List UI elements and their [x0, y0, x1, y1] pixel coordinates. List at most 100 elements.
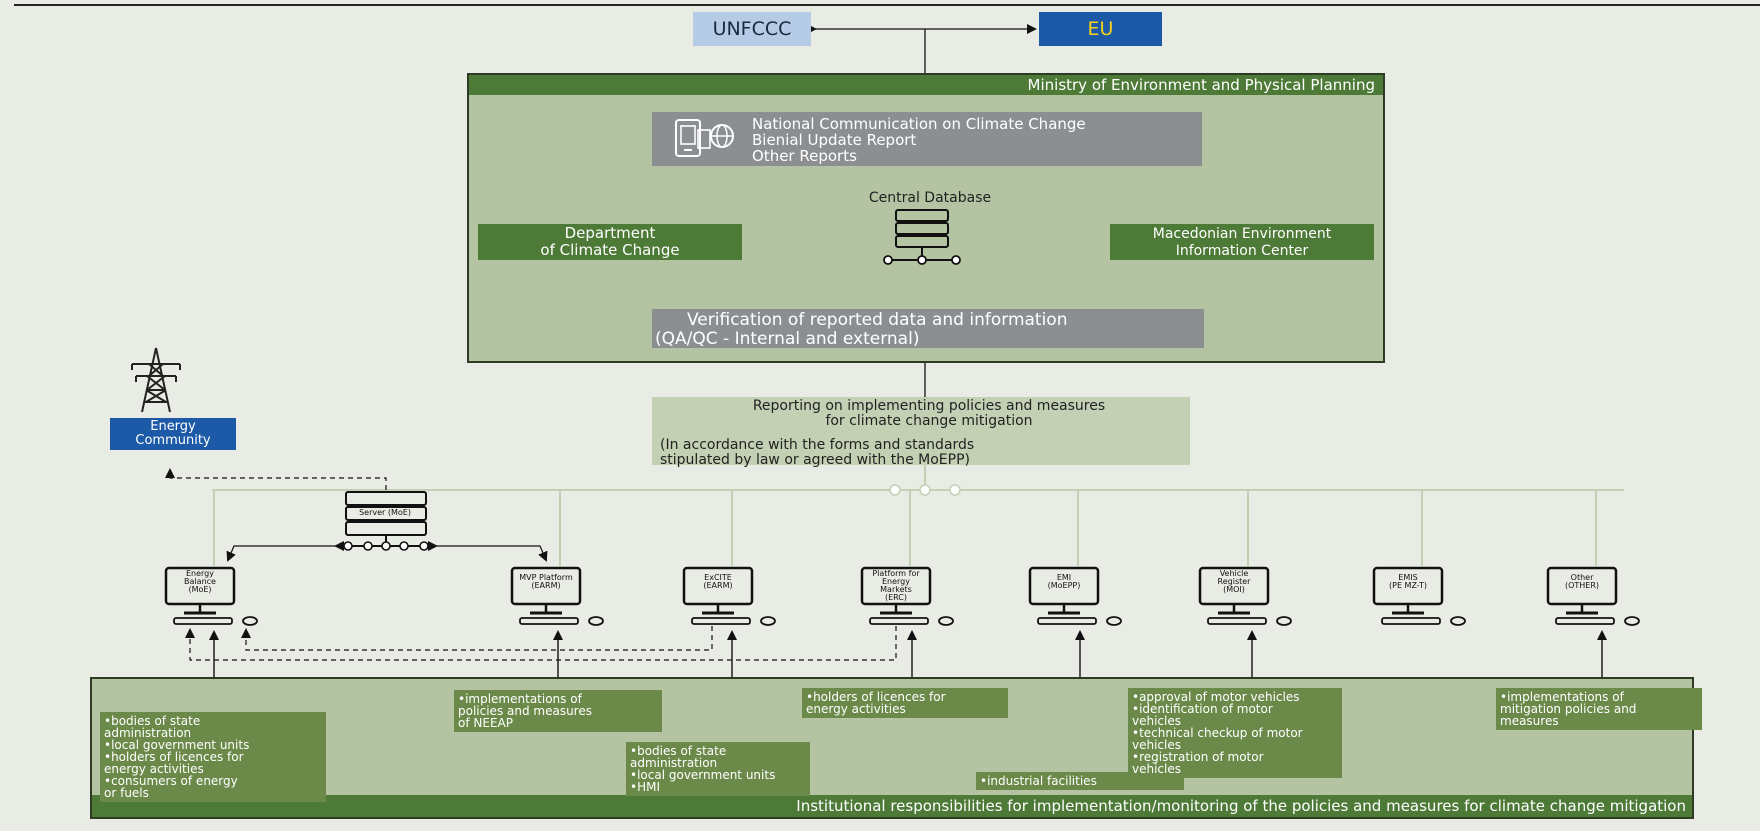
- system-label-line: (OTHER): [1564, 581, 1600, 590]
- computer-icon: [1546, 566, 1640, 626]
- bus-node: [919, 484, 931, 496]
- institution-item: mitigation policies and: [1500, 702, 1637, 716]
- system-label-line: Energy Markets: [880, 577, 912, 594]
- verif-line: Verification of reported data and inform…: [687, 310, 1068, 330]
- server-to-energy-balance: [226, 541, 344, 562]
- institution-item: •holders of licences for: [806, 690, 946, 704]
- computer-icon: [1198, 566, 1292, 626]
- institution-item: of NEEAP: [458, 716, 513, 730]
- institution-item: •technical checkup of motor: [1132, 726, 1303, 740]
- system-label-line: (MoEPP): [1047, 581, 1081, 590]
- institution-item: •implementations of: [1500, 690, 1624, 704]
- dept-line: of Climate Change: [540, 241, 680, 259]
- system-label-line: (EARM): [703, 581, 733, 590]
- computer-icon: [1372, 566, 1466, 626]
- system-label-line: (MoE): [188, 585, 212, 594]
- verif-line: (QA/QC - Internal and external): [655, 329, 920, 349]
- computer-icon: [682, 566, 776, 626]
- pem-to-balance-dashed: [185, 626, 897, 661]
- department-climate-change-box: Department of Climate Change: [478, 224, 742, 260]
- institution-item: vehicles: [1132, 762, 1181, 776]
- computer-icon: [860, 566, 954, 626]
- server-to-mvp: [428, 541, 548, 562]
- server-icon: [343, 491, 429, 551]
- institution-box: •implementations of mitigation policies …: [1496, 688, 1702, 730]
- institution-item: energy activities: [104, 762, 204, 776]
- system-label: Other(OTHER): [1551, 574, 1613, 590]
- system-label-line: Balance: [184, 577, 216, 586]
- institution-item: administration: [104, 726, 192, 740]
- policy-line: for climate change mitigation: [825, 413, 1033, 429]
- institution-item: •local government units: [104, 738, 250, 752]
- system-label-line: EMIS: [1398, 573, 1418, 582]
- institution-item: vehicles: [1132, 738, 1181, 752]
- excite-to-balance-dashed: [241, 626, 713, 651]
- institution-item: •implementations of: [458, 692, 582, 706]
- institution-item: policies and measures: [458, 704, 592, 718]
- policy-line: stipulated by law or agreed with the MoE…: [660, 452, 970, 468]
- institution-item: measures: [1500, 714, 1559, 728]
- computer-icon: [510, 566, 604, 626]
- meic-line: Macedonian Environment: [1152, 226, 1332, 242]
- system-label-line: EMI: [1056, 573, 1072, 582]
- system-label-line: MVP Platform: [519, 573, 573, 582]
- system-label: EMIS(PE MZ-T): [1377, 574, 1439, 590]
- energy-comm-line: Community: [135, 433, 211, 448]
- central-db-label: Central Database: [868, 190, 992, 206]
- institution-item: vehicles: [1132, 714, 1181, 728]
- policy-line: (In accordance with the forms and standa…: [660, 437, 975, 453]
- system-label-line: (ERC): [884, 593, 908, 602]
- system-label-line: Energy: [185, 569, 214, 578]
- institution-item: •identification of motor: [1132, 702, 1273, 716]
- institution-box: •bodies of state administration•local go…: [626, 742, 810, 796]
- institution-item: or fuels: [104, 786, 149, 800]
- system-label-line: Vehicle: [1219, 569, 1249, 578]
- system-label-line: Other: [1570, 573, 1594, 582]
- institution-item: •approval of motor vehicles: [1132, 690, 1300, 704]
- institution-box: •bodies of state administration•local go…: [100, 712, 326, 802]
- server-label: Server (MoE): [359, 508, 411, 517]
- eu-box: EU: [1039, 12, 1162, 46]
- unfccc-box: UNFCCC: [693, 12, 811, 46]
- server-to-energy-comm-dashed: [165, 468, 387, 508]
- top-border-line: [14, 4, 1760, 6]
- system-label-line: (PE MZ-T): [1389, 581, 1427, 590]
- document-globe-icon: [675, 119, 734, 157]
- eu-label: EU: [1087, 18, 1114, 40]
- meic-box: Macedonian Environment Information Cente…: [1110, 224, 1374, 260]
- energy-community-box: Energy Community: [110, 418, 236, 450]
- energy-comm-line: Energy: [150, 419, 196, 434]
- dept-line: Department: [564, 224, 656, 242]
- system-label-line: (EARM): [531, 581, 561, 590]
- policy-reporting-box: Reporting on implementing policies and m…: [652, 397, 1190, 468]
- unfccc-label: UNFCCC: [712, 18, 792, 40]
- bus-node: [949, 484, 961, 496]
- ministry-title: Ministry of Environment and Physical Pla…: [469, 75, 1383, 95]
- report-item: National Communication on Climate Change: [752, 115, 1086, 133]
- institution-item: •local government units: [630, 768, 776, 782]
- database-server-icon: [883, 209, 961, 265]
- institution-item: •registration of motor: [1132, 750, 1264, 764]
- system-label-line: Platform for: [872, 569, 920, 578]
- institution-item: energy activities: [806, 702, 906, 716]
- meic-line: Information Center: [1175, 243, 1309, 259]
- system-label-line: Register: [1217, 577, 1251, 586]
- institution-item: •bodies of state: [630, 744, 727, 758]
- institution-box: •implementations of policies and measure…: [454, 690, 662, 732]
- institution-box: •holders of licences for energy activiti…: [802, 688, 1008, 718]
- bus-node: [889, 484, 901, 496]
- institution-item: •consumers of energy: [104, 774, 238, 788]
- institution-item: administration: [630, 756, 718, 770]
- institution-item: •bodies of state: [104, 714, 201, 728]
- system-label: EMI(MoEPP): [1033, 574, 1095, 590]
- computer-icon: [1028, 566, 1122, 626]
- institutions-title: Institutional responsibilities for imple…: [92, 795, 1692, 817]
- institution-box: •approval of motor vehicles•identificati…: [1128, 688, 1342, 778]
- report-item: Other Reports: [752, 147, 857, 165]
- reports-box: National Communication on Climate Change…: [652, 112, 1202, 166]
- power-tower-icon: [131, 347, 181, 413]
- system-label-line: ExCITE: [704, 573, 732, 582]
